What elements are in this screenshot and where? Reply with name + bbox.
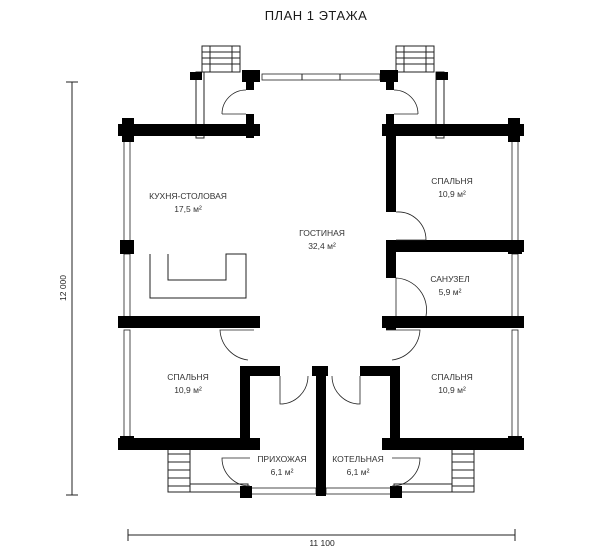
top-right-stairs [395,45,445,139]
room-bedroom-bottom-right: СПАЛЬНЯ 10,9 м² [431,372,473,395]
room-kitchen: КУХНЯ-СТОЛОВАЯ 17,5 м² [149,191,227,214]
room-boiler: КОТЕЛЬНАЯ 6,1 м² [332,454,383,477]
room-name: СПАЛЬНЯ [431,372,473,382]
room-bathroom: САНУЗЕЛ 5,9 м² [430,274,469,297]
room-area: 10,9 м² [438,189,466,199]
room-name: СПАЛЬНЯ [431,176,473,186]
room-bedroom-top-right: СПАЛЬНЯ 10,9 м² [431,176,473,199]
room-area: 6,1 м² [347,467,370,477]
room-area: 10,9 м² [438,385,466,395]
height-label: 12 000 [58,275,68,301]
room-living: ГОСТИНАЯ 32,4 м² [299,228,345,251]
width-dimension: 11 100 [127,529,516,548]
room-name: САНУЗЕЛ [430,274,469,284]
kitchen-counter [149,253,247,299]
room-bedroom-bottom-left: СПАЛЬНЯ 10,9 м² [167,372,209,395]
door-swings [219,89,427,487]
room-area: 32,4 м² [308,241,336,251]
plan-title: ПЛАН 1 ЭТАЖА [265,8,368,23]
width-label: 11 100 [309,538,335,548]
room-area: 17,5 м² [174,204,202,214]
room-hallway: ПРИХОЖАЯ 6,1 м² [257,454,306,477]
height-dimension: 12 000 [58,81,78,496]
walls [118,70,524,498]
room-name: КОТЕЛЬНАЯ [332,454,383,464]
bottom-right-stairs [393,445,475,493]
room-area: 10,9 м² [174,385,202,395]
room-name: ГОСТИНАЯ [299,228,345,238]
room-area: 5,9 м² [439,287,462,297]
bottom-left-stairs [167,445,249,493]
room-name: КУХНЯ-СТОЛОВАЯ [149,191,227,201]
room-name: СПАЛЬНЯ [167,372,209,382]
room-area: 6,1 м² [271,467,294,477]
room-name: ПРИХОЖАЯ [257,454,306,464]
